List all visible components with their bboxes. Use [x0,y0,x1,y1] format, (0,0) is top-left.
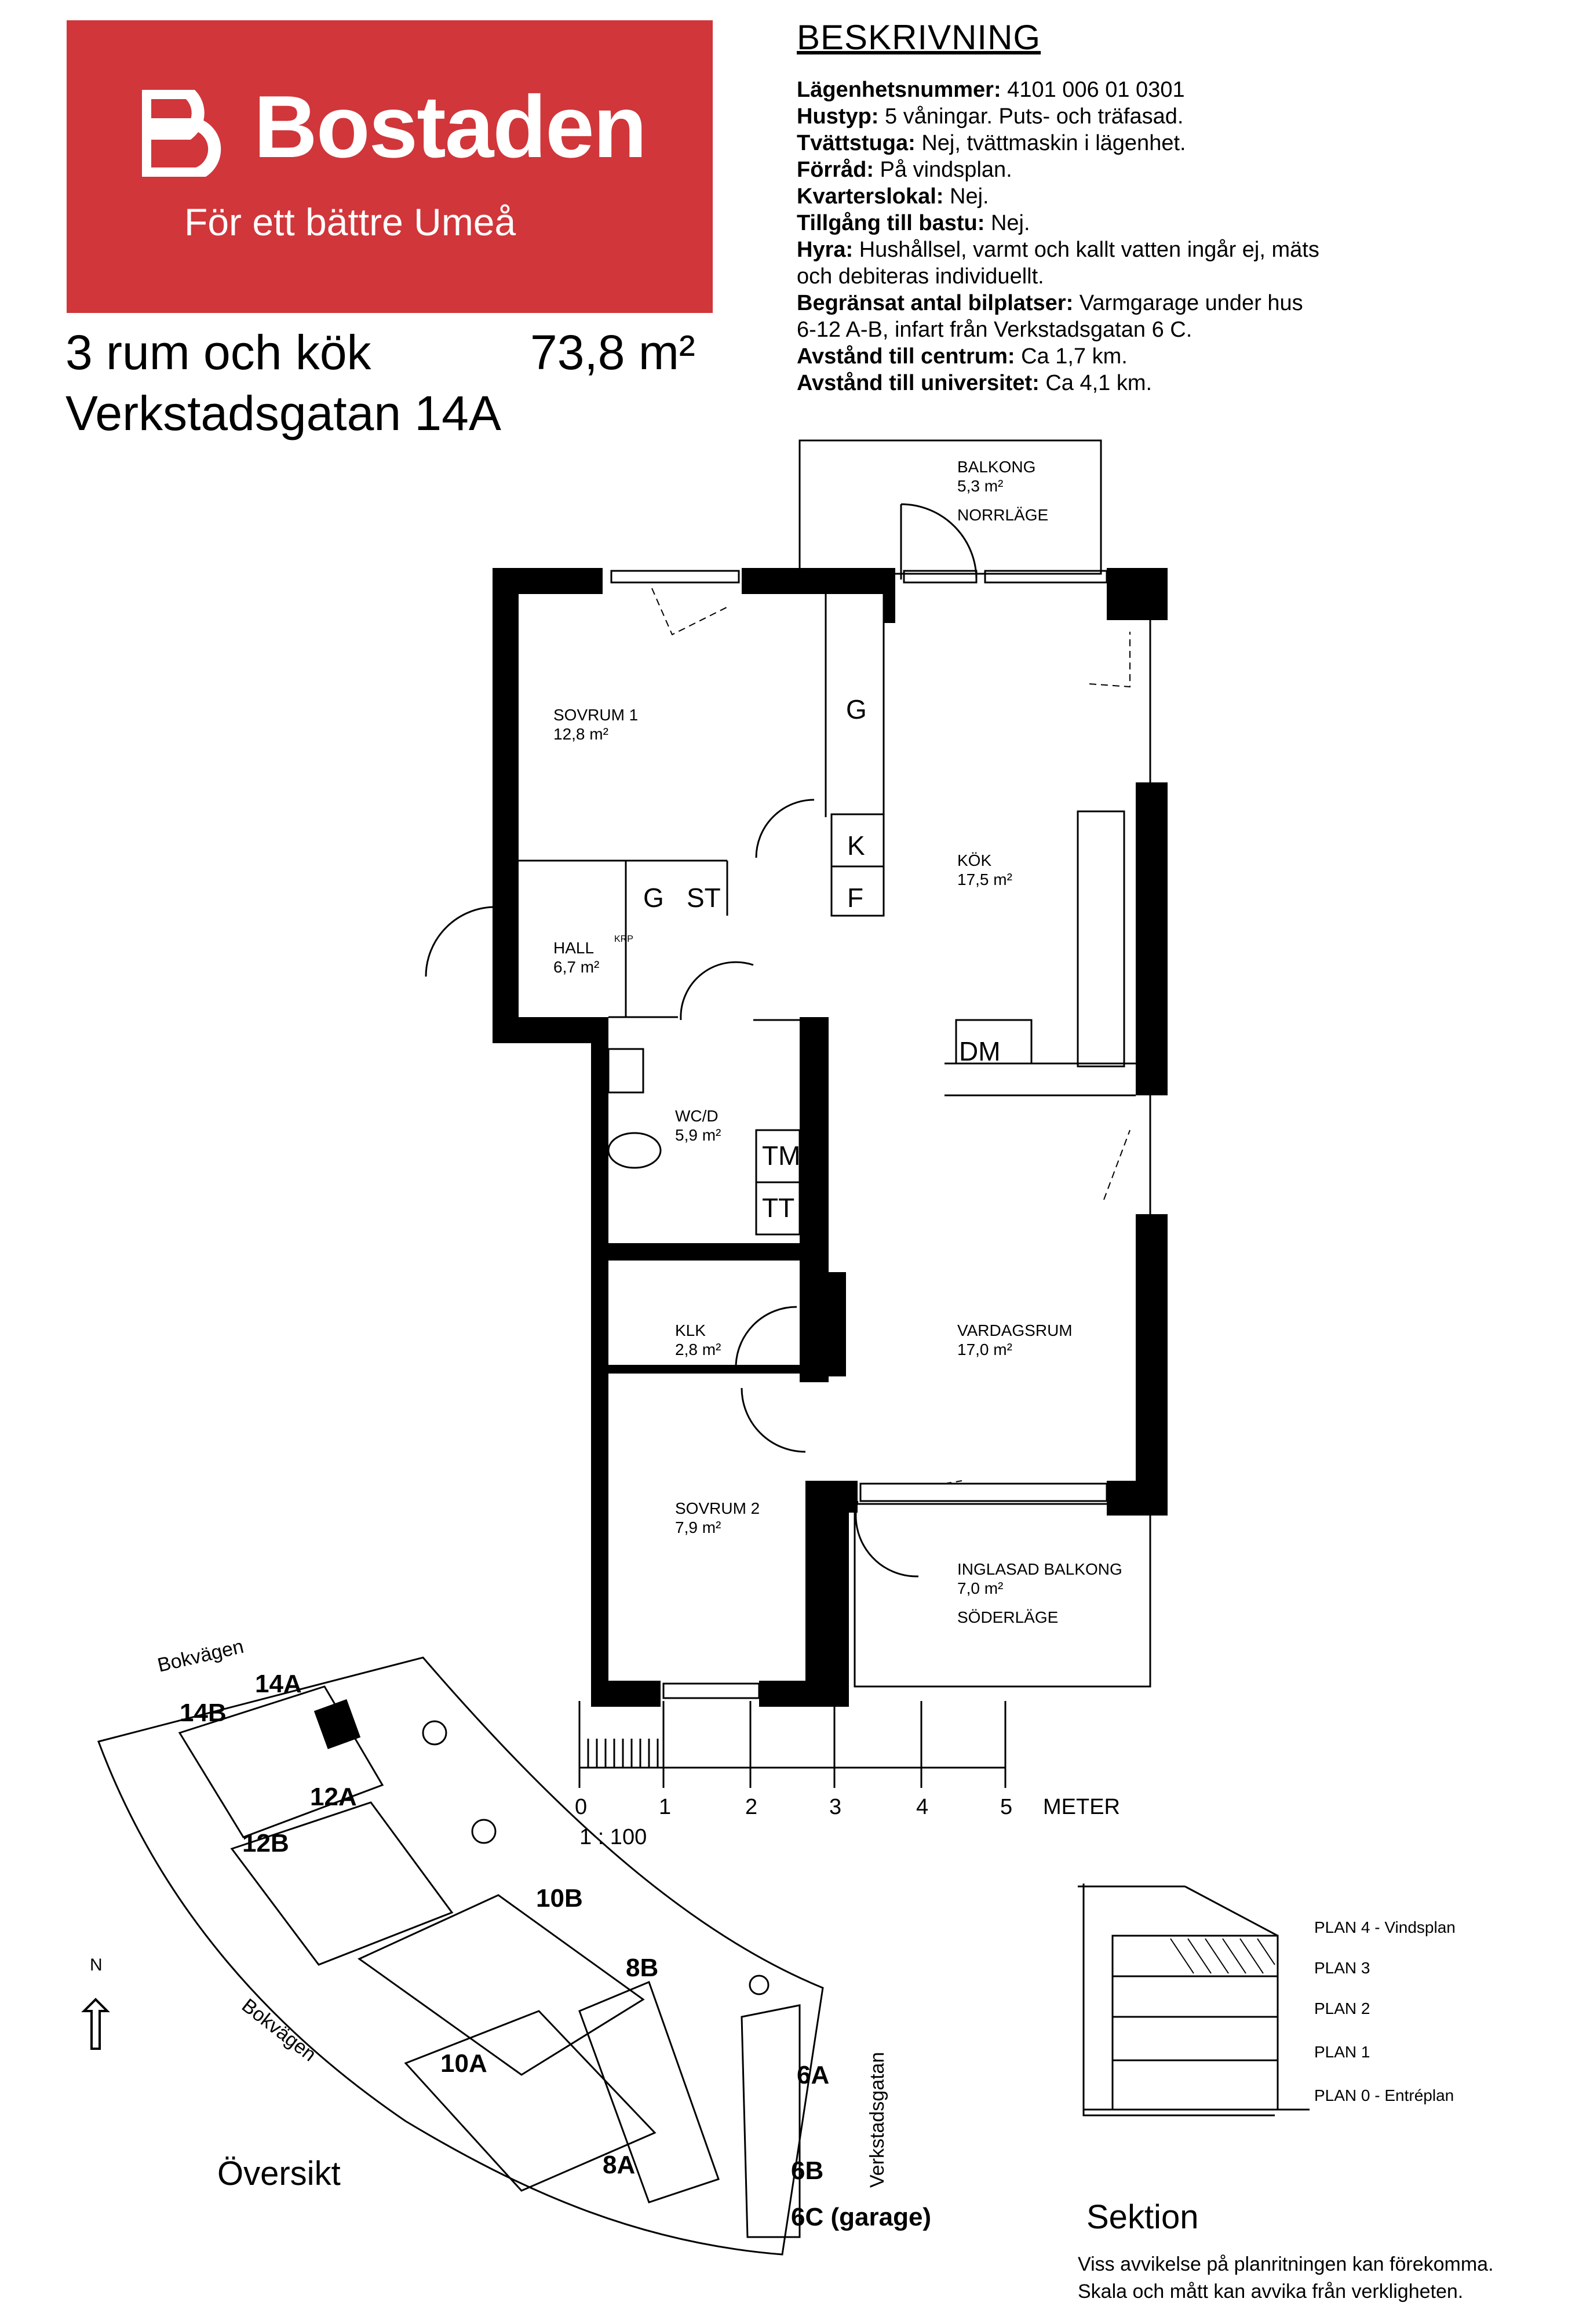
site-label-10a: 10A [440,2049,487,2078]
kok-area: 17,5 m² [957,870,1012,888]
scale-unit: METER [1043,1795,1120,1819]
section-highlight [1170,1938,1275,1974]
inglasad-name: INGLASAD BALKONG [957,1560,1122,1578]
apartment-area: 73,8 m² [530,325,695,380]
fixture-tm: TM [762,1141,800,1171]
balkong-name: BALKONG [957,458,1035,476]
site-label-8b: 8B [626,1954,658,1982]
section-plan-4: PLAN 4 - Vindsplan [1314,1918,1456,1936]
logo-tagline: För ett bättre Umeå [184,201,516,243]
klk-area: 2,8 m² [675,1341,721,1358]
description-line: Tvättstuga: Nej, tvättmaskin i lägenhet. [797,131,1186,155]
kok-name: KÖK [957,851,991,869]
disclaimer-line-2: Skala och mått kan avvika från verklighe… [1078,2281,1463,2303]
description-line: Lägenhetsnummer: 4101 006 01 0301 [797,78,1185,102]
fixture-tt: TT [762,1193,794,1223]
krp-label: KRP [614,934,633,944]
description-line: Kvarterslokal: Nej. [797,184,989,209]
scale-tick-2: 2 [745,1795,757,1819]
site-label-14a: 14A [255,1670,302,1698]
description-line: och debiteras individuellt. [797,264,1044,289]
fixture-g1: G [846,694,867,724]
north-label: N [90,1955,103,1975]
klk-name: KLK [675,1321,706,1339]
description-title: BESKRIVNING [797,18,1041,57]
description-line: Begränsat antal bilplatser: Varmgarage u… [797,291,1303,315]
description-line: Tillgång till bastu: Nej. [797,211,1030,235]
room-count: 3 rum och kök [65,325,371,380]
sovrum1-area: 12,8 m² [553,725,608,743]
scale-ratio: 1 : 100 [579,1825,647,1849]
plan-dashed [651,588,1131,1484]
vardagsrum-name: VARDAGSRUM [957,1321,1073,1339]
description-list: Lägenhetsnummer: 4101 006 01 0301 Hustyp… [797,77,1550,396]
sovrum2-name: SOVRUM 2 [675,1499,760,1517]
description-line: Förråd: På vindsplan. [797,158,1012,182]
north-arrow-icon [81,1998,110,2050]
site-label-6b: 6B [791,2157,823,2185]
site-building-highlight [313,1699,361,1750]
site-label-10b: 10B [536,1884,583,1913]
fixture-k: K [847,830,865,861]
site-label-14b: 14B [180,1699,227,1727]
section-plan-1: PLAN 1 [1314,2043,1370,2061]
balkong-orient: NORRLÄGE [957,506,1048,524]
bostaden-logo-icon [142,90,221,177]
hall-name: HALL [553,939,594,957]
scale-bar [578,1701,1007,1788]
section-plan-0: PLAN 0 - Entréplan [1314,2086,1454,2104]
sovrum1-name: SOVRUM 1 [553,706,638,724]
site-label-6c: 6C (garage) [791,2203,931,2231]
section-title: Sektion [1086,2198,1198,2236]
description-line: 6-12 A-B, infart från Verkstadsgatan 6 C… [797,318,1193,342]
description-line: Avstånd till universitet: Ca 4,1 km. [797,371,1153,395]
hall-area: 6,7 m² [553,958,599,976]
street-bokvagen-1: Bokvägen [155,1635,246,1677]
scale-tick-1: 1 [659,1795,671,1819]
street-bokvagen-2: Bokvägen [238,1994,320,2066]
fixture-dm: DM [959,1036,1001,1066]
disclaimer-line-1: Viss avvikelse på planritningen kan före… [1078,2253,1494,2275]
section-plan-2: PLAN 2 [1314,1999,1370,2017]
vardagsrum-area: 17,0 m² [957,1341,1012,1358]
balkong-area: 5,3 m² [957,477,1003,495]
fixture-g2: G [643,883,664,913]
wcd-area: 5,9 m² [675,1126,721,1144]
logo-banner [67,20,713,313]
inglasad-area: 7,0 m² [957,1579,1003,1597]
street-verkstadsgatan: Verkstadsgatan [866,2052,888,2188]
description-line: Hyra: Hushållsel, varmt och kallt vatten… [797,238,1319,262]
fixtures: G K F G ST DM TM TT [643,694,1001,1223]
inglasad-orient: SÖDERLÄGE [957,1608,1058,1626]
plan-walls [493,568,1168,1707]
site-title: Översikt [217,2155,341,2192]
scale-tick-4: 4 [916,1795,928,1819]
section-diagram [1078,1884,1310,2117]
scale-tick-5: 5 [1000,1795,1012,1819]
scale-tick-3: 3 [829,1795,841,1819]
site-label-12a: 12A [310,1783,357,1811]
fixture-f: F [847,883,863,913]
description-line: Hustyp: 5 våningar. Puts- och träfasad. [797,104,1184,129]
description-line: Avstånd till centrum: Ca 1,7 km. [797,344,1128,369]
site-label-8a: 8A [603,2151,635,2179]
site-label-12b: 12B [242,1829,289,1857]
site-label-6a: 6A [797,2061,829,2089]
sovrum2-area: 7,9 m² [675,1518,721,1536]
apartment-address: Verkstadsgatan 14A [65,386,501,440]
section-plan-3: PLAN 3 [1314,1959,1370,1977]
wcd-name: WC/D [675,1107,719,1125]
site-map [97,1656,824,2256]
scale-tick-0: 0 [575,1795,587,1819]
plan-lines [425,439,1151,1699]
fixture-st: ST [687,883,721,913]
logo-name: Bostaden [254,78,647,176]
